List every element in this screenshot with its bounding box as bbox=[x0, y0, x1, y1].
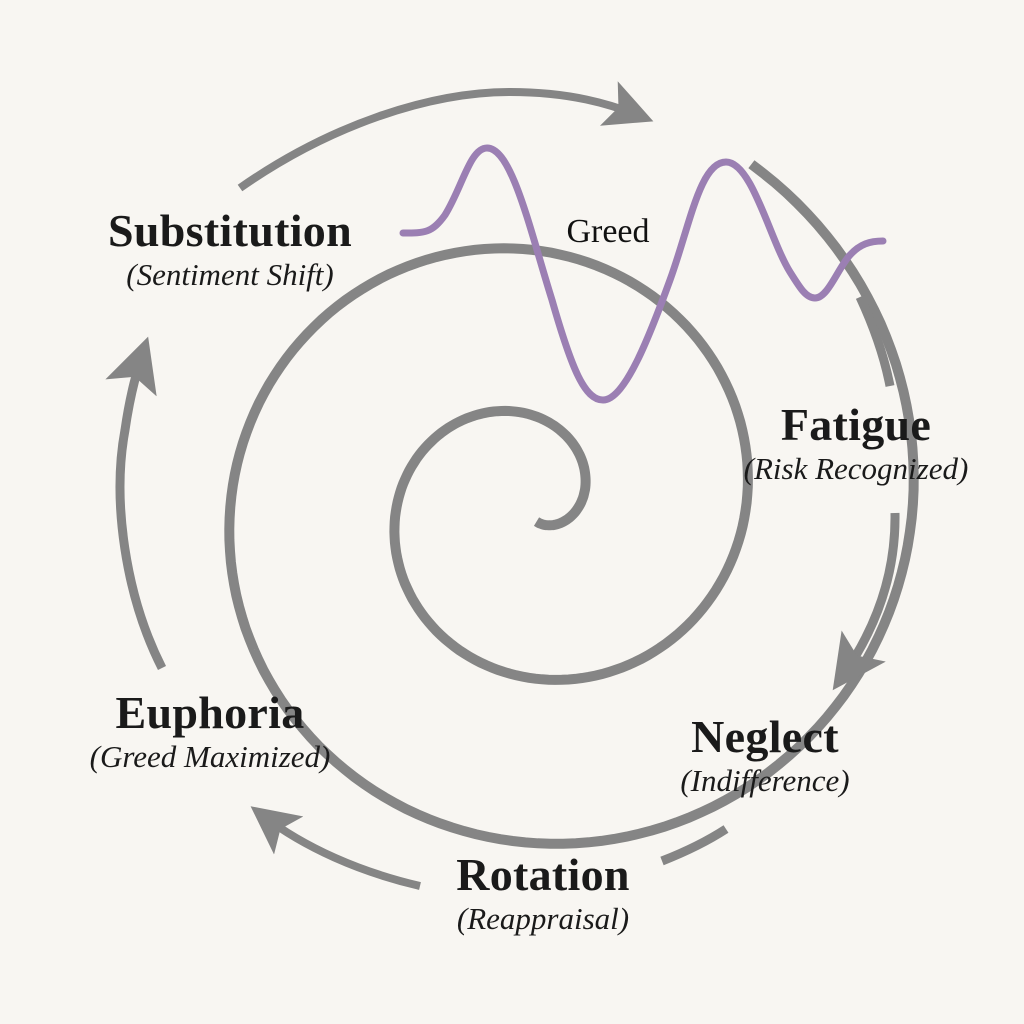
greed-wave-line bbox=[399, 144, 887, 404]
stage-title: Fatigue bbox=[780, 399, 932, 450]
stage-neglect: Neglect (Indifference) bbox=[645, 712, 885, 800]
stage-subtitle: (Greed Maximized) bbox=[89, 739, 331, 774]
stage-euphoria: Euphoria (Greed Maximized) bbox=[45, 688, 375, 776]
center-spiral bbox=[224, 160, 919, 849]
stage-rotation: Rotation (Reappraisal) bbox=[420, 850, 666, 938]
arrow-rotation-to-euphoria bbox=[250, 806, 421, 890]
arc-segment-fatigue-top bbox=[855, 295, 895, 387]
stage-subtitle: (Risk Recognized) bbox=[743, 451, 969, 486]
stage-subtitle: (Sentiment Shift) bbox=[126, 257, 334, 292]
arc-segment-neglect-bottom bbox=[660, 825, 729, 866]
stage-title: Neglect bbox=[691, 711, 839, 762]
arrow-euphoria-to-substitution bbox=[105, 336, 167, 671]
arrow-fatigue-to-neglect bbox=[832, 512, 900, 691]
stage-fatigue: Fatigue (Risk Recognized) bbox=[706, 400, 1006, 488]
stage-substitution: Substitution (Sentiment Shift) bbox=[70, 206, 390, 294]
stage-title: Substitution bbox=[108, 205, 352, 256]
stage-subtitle: (Indifference) bbox=[680, 763, 850, 798]
greed-wave-label: Greed bbox=[566, 213, 650, 250]
stage-title: Rotation bbox=[456, 849, 630, 900]
stage-subtitle: (Reappraisal) bbox=[456, 901, 630, 936]
stage-title: Euphoria bbox=[115, 687, 305, 738]
arrow-substitution-to-fatigue bbox=[237, 81, 654, 192]
